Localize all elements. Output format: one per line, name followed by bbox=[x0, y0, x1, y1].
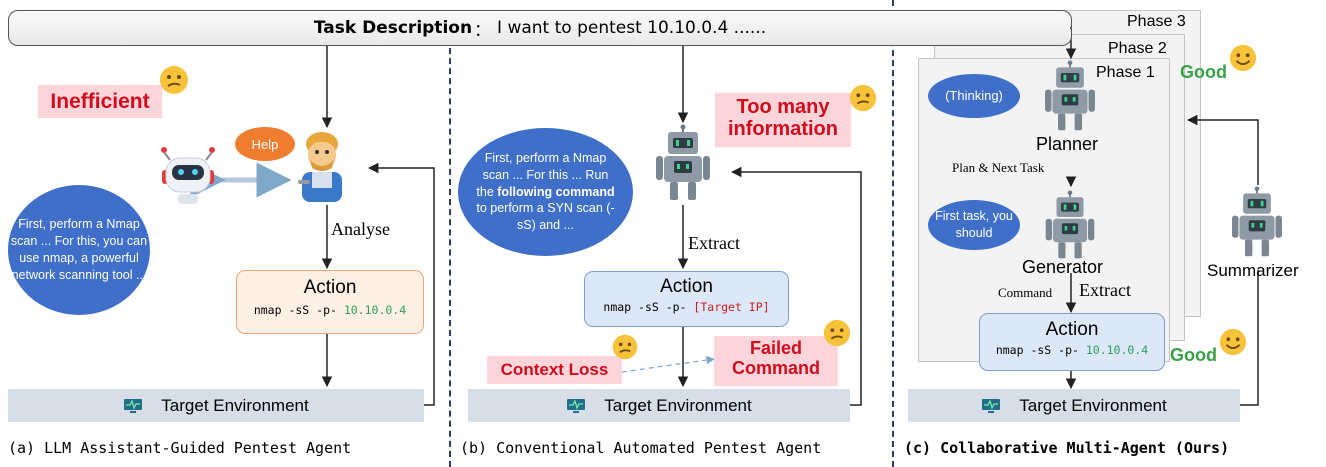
robot-icon bbox=[1045, 190, 1095, 259]
separator-bc bbox=[892, 0, 894, 467]
action-box-b: Action nmap -sS -p- [Target IP] bbox=[584, 271, 789, 327]
generator-label: Generator bbox=[1022, 257, 1104, 277]
mechanic-icon bbox=[298, 132, 342, 202]
action-command-a: nmap -sS -p- 10.10.0.4 bbox=[237, 303, 423, 317]
action-title-b: Action bbox=[660, 276, 713, 297]
planner-label: Planner bbox=[1036, 134, 1099, 154]
target-environment-a: Target Environment bbox=[8, 389, 424, 422]
confused-face-icon bbox=[849, 84, 877, 112]
first-task-bubble: First task, you should bbox=[928, 200, 1020, 250]
thinking-bubble: (Thinking) bbox=[928, 74, 1020, 118]
good-label-bottom: Good bbox=[1170, 345, 1217, 365]
bubble-text-pre: First, perform a Nmap scan ... For this … bbox=[476, 150, 609, 199]
monitor-icon bbox=[982, 398, 1001, 413]
action-box-c: Action nmap -sS -p- 10.10.0.4 bbox=[979, 313, 1165, 371]
context-loss-alert: Context Loss bbox=[487, 356, 622, 384]
action-title-c: Action bbox=[1045, 319, 1099, 340]
target-environment-b: Target Environment bbox=[468, 389, 850, 422]
assistant-response-bubble: First, perform a Nmap scan ... For this,… bbox=[8, 185, 150, 315]
help-bubble: Help bbox=[235, 127, 295, 161]
target-environment-label: Target Environment bbox=[604, 395, 752, 415]
extract-step-label: Extract bbox=[688, 233, 740, 253]
caption-a: (a) LLM Assistant-Guided Pentest Agent bbox=[8, 439, 352, 457]
bubble-text-post: to perform a SYN scan (-sS) and ... bbox=[476, 201, 615, 233]
task-text: I want to pentest 10.10.0.4 ...... bbox=[497, 18, 767, 38]
command-label: Command bbox=[998, 285, 1053, 300]
command-prefix: nmap -sS -p- bbox=[995, 343, 1086, 357]
caption-b: (b) Conventional Automated Pentest Agent bbox=[460, 439, 822, 457]
target-environment-label: Target Environment bbox=[1019, 395, 1167, 415]
action-command-c: nmap -sS -p- 10.10.0.4 bbox=[980, 343, 1164, 357]
caption-c: (c) Collaborative Multi-Agent (Ours) bbox=[904, 439, 1230, 457]
plan-next-task-label: Plan & Next Task bbox=[952, 160, 1045, 175]
agent-response-bubble: First, perform a Nmap scan ... For this … bbox=[458, 128, 633, 256]
robot-icon bbox=[1045, 60, 1095, 131]
monitor-icon bbox=[124, 398, 143, 413]
robot-icon bbox=[656, 124, 710, 200]
inefficient-alert: Inefficient bbox=[38, 85, 162, 118]
phase-3-label: Phase 3 bbox=[1127, 13, 1186, 30]
assistant-robot-icon bbox=[161, 147, 215, 204]
failed-command-alert: Failed Command bbox=[714, 336, 838, 386]
command-target: 10.10.0.4 bbox=[1085, 343, 1149, 357]
good-label-top: Good bbox=[1180, 62, 1227, 82]
summarizer-label: Summarizer bbox=[1207, 261, 1299, 280]
too-many-information-alert: Too many information bbox=[715, 93, 851, 147]
command-prefix: nmap -sS -p- bbox=[253, 303, 344, 317]
phase-2-label: Phase 2 bbox=[1108, 40, 1167, 57]
action-title-a: Action bbox=[303, 277, 357, 298]
phase-1-label: Phase 1 bbox=[1096, 64, 1155, 81]
task-description-bar: Task Description ： I want to pentest 10.… bbox=[8, 10, 1072, 46]
confused-face-icon bbox=[612, 334, 638, 360]
separator-ab bbox=[449, 48, 451, 467]
analyse-step-label: Analyse bbox=[331, 219, 390, 239]
task-separator: ： bbox=[474, 20, 492, 41]
action-command-b: nmap -sS -p- [Target IP] bbox=[585, 300, 788, 314]
command-target-placeholder: [Target IP] bbox=[693, 300, 770, 314]
confused-face-icon bbox=[823, 319, 851, 347]
robot-icon bbox=[1232, 186, 1282, 257]
target-environment-c: Target Environment bbox=[908, 389, 1240, 422]
target-environment-label: Target Environment bbox=[161, 395, 309, 415]
command-target: 10.10.0.4 bbox=[343, 303, 407, 317]
action-box-a: Action nmap -sS -p- 10.10.0.4 bbox=[236, 270, 424, 334]
smiley-face-icon bbox=[1219, 328, 1247, 356]
bubble-text-bold: following command bbox=[497, 184, 615, 199]
confused-face-icon bbox=[160, 66, 188, 94]
task-label: Task Description bbox=[313, 18, 473, 38]
smiley-face-icon bbox=[1229, 44, 1257, 72]
monitor-icon bbox=[567, 398, 586, 413]
command-prefix: nmap -sS -p- bbox=[603, 300, 694, 314]
extract-label-c: Extract bbox=[1079, 280, 1131, 300]
